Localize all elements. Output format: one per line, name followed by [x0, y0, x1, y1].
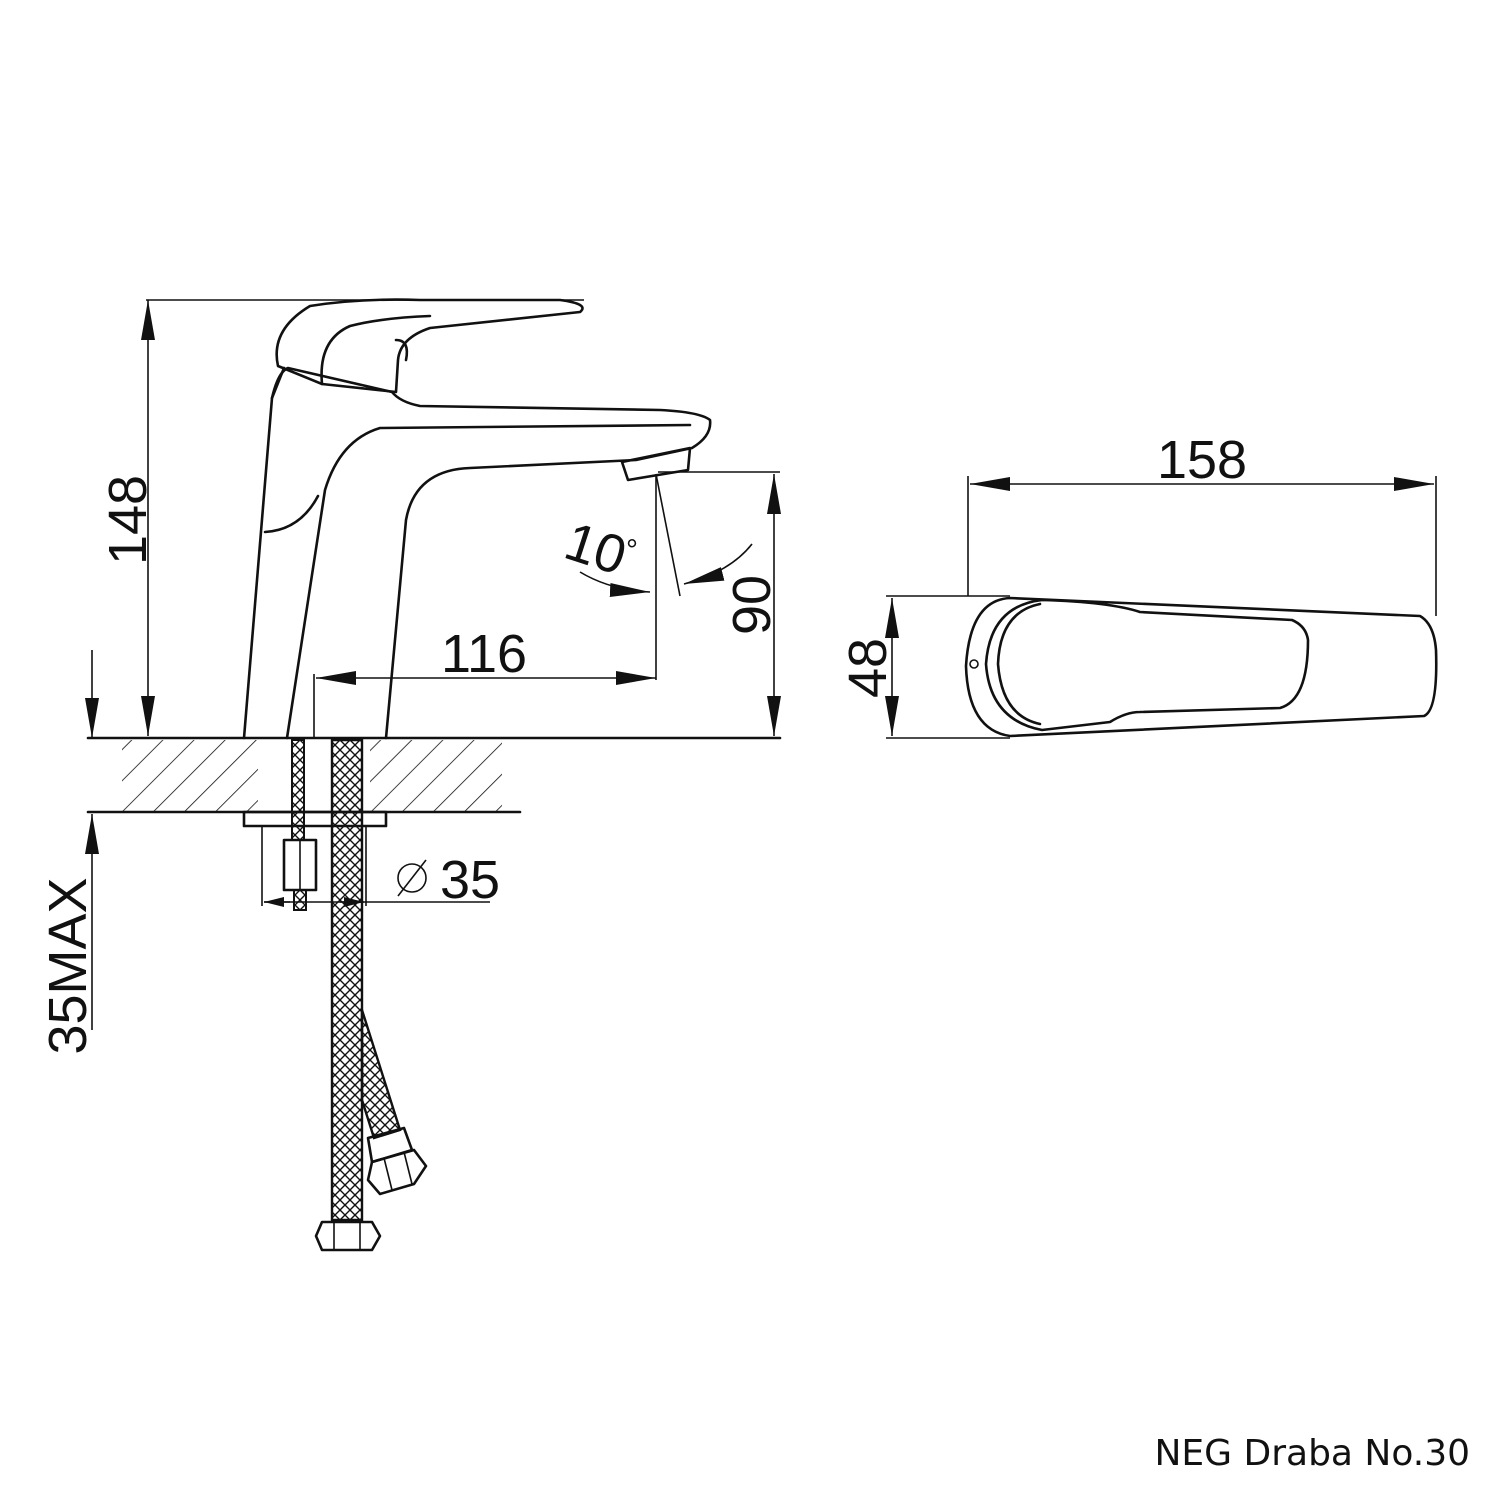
dimension-max-thickness: 35MAX [38, 650, 99, 1055]
dimension-total-height: 148 [98, 299, 584, 736]
dim-158-label: 158 [1157, 430, 1247, 490]
dimension-spout-height: 90 [655, 471, 782, 736]
dim-116-label: 116 [441, 624, 527, 684]
dim-35-label: 35 [440, 850, 500, 910]
countertop-section [86, 736, 782, 814]
handle-top-outline [964, 596, 1438, 738]
top-view: 158 48 [838, 430, 1438, 739]
angle-value: 10 [558, 511, 634, 587]
angle-unit: ° [626, 534, 638, 567]
dim-48-label: 48 [838, 638, 898, 698]
dimension-top-length: 158 [967, 430, 1437, 616]
dim-90-label: 90 [722, 575, 782, 635]
dimension-top-width: 48 [838, 595, 1010, 739]
faucet-body [242, 366, 712, 740]
mounting-hardware [242, 739, 388, 911]
dim-35max-label: 35MAX [38, 877, 98, 1054]
supply-hoses [314, 738, 428, 1252]
dimension-hole-diameter: 35 [261, 826, 500, 910]
dimension-spout-reach: 116 [313, 624, 656, 738]
model-caption: NEG Draba No.30 [1154, 1433, 1470, 1474]
handle-lever [275, 298, 584, 394]
dim-148-label: 148 [98, 475, 158, 565]
side-view: 148 116 90 10 ° 35MAX [38, 298, 782, 1252]
